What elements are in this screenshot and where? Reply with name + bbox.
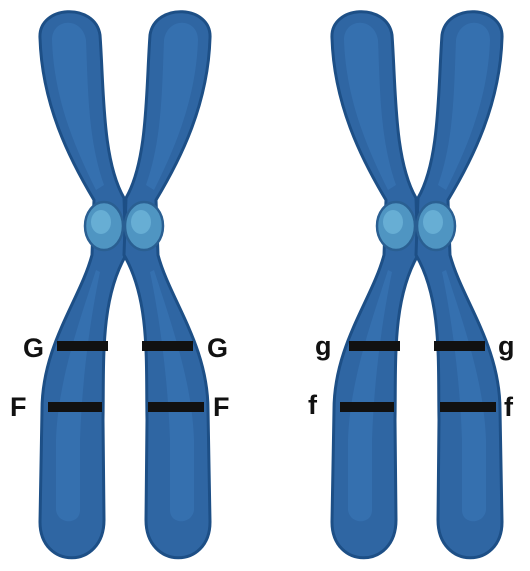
gene-band-upper-right: [434, 341, 485, 351]
allele-label-lower-right: F: [213, 392, 230, 422]
gene-band-upper-left: [349, 341, 400, 351]
left-chromatid: [330, 10, 420, 560]
gene-band-lower-right: [440, 402, 496, 412]
allele-label-lower-left: F: [10, 392, 27, 422]
allele-label-lower-left: f: [308, 390, 318, 420]
allele-label-upper-left: g: [315, 331, 332, 361]
right-chromatid: [122, 10, 212, 560]
centromere: [375, 200, 457, 252]
gene-band-lower-left: [340, 402, 394, 412]
right-chromatid: [414, 10, 504, 560]
allele-label-upper-left: G: [23, 333, 44, 363]
allele-label-upper-right: g: [498, 331, 515, 361]
gene-band-upper-left: [57, 341, 108, 351]
left-chromatid: [38, 10, 128, 560]
chromosome-recessive: g g f f: [308, 10, 515, 560]
allele-label-lower-right: f: [504, 392, 514, 422]
gene-band-lower-right: [148, 402, 204, 412]
allele-label-upper-right: G: [207, 333, 228, 363]
gene-band-upper-right: [142, 341, 193, 351]
chromosome-dominant: G G F F: [10, 10, 230, 560]
centromere: [83, 200, 165, 252]
gene-band-lower-left: [48, 402, 102, 412]
